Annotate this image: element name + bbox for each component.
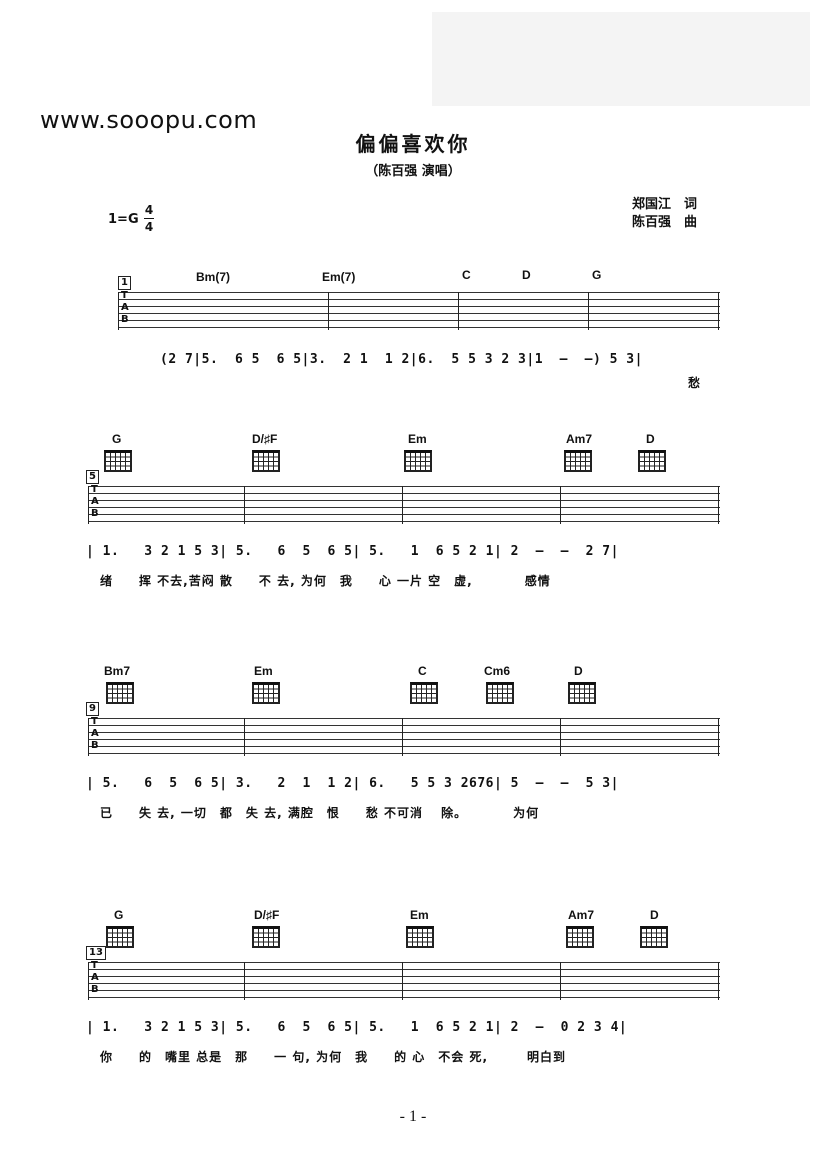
jianpu-line: (2 7|5. 6 5 6 5|3. 2 1 1 2|6. 5 5 3 2 3|… xyxy=(160,352,643,367)
chord-label: Em xyxy=(254,664,273,678)
chord-label: D/♯F xyxy=(254,908,280,922)
chord-diagram xyxy=(106,926,134,948)
chord-label: C xyxy=(418,664,427,678)
chord-diagram xyxy=(566,926,594,948)
jianpu-line: | 5. 6 5 6 5| 3. 2 1 1 2| 6. 5 5 3 2676|… xyxy=(86,776,619,791)
chord-diagram xyxy=(564,450,592,472)
chord-label: D xyxy=(522,268,531,282)
time-bottom: 4 xyxy=(144,218,154,234)
chord-label: D/♯F xyxy=(252,432,278,446)
chord-diagram xyxy=(252,682,280,704)
chord-diagram xyxy=(410,682,438,704)
key-signature: 1=G xyxy=(108,212,139,227)
chord-label: Am7 xyxy=(568,908,595,922)
chord-diagram xyxy=(252,450,280,472)
measure-number: 13 xyxy=(86,946,106,960)
chord-label: D xyxy=(650,908,659,922)
credits: 郑国江 词 陈百强 曲 xyxy=(632,196,697,232)
chord-diagram xyxy=(568,682,596,704)
chord-diagram xyxy=(640,926,668,948)
lyrics-line: 已 失 去, 一切 都 失 去, 满腔 恨 愁 不可消 除。 为何 xyxy=(100,806,540,820)
grey-header-box xyxy=(432,12,810,106)
lyrics-line: 你 的 嘴里 总是 那 一 句, 为何 我 的 心 不会 死, 明白到 xyxy=(100,1050,567,1064)
chord-label: Em xyxy=(410,908,429,922)
chord-label: Em xyxy=(408,432,427,446)
chord-label: G xyxy=(592,268,602,282)
composer: 陈百强 曲 xyxy=(632,215,698,230)
song-subtitle: （陈百强 演唱） xyxy=(365,164,461,179)
measure-number: 1 xyxy=(118,276,131,290)
time-signature: 4 4 xyxy=(144,202,154,235)
chord-label: D xyxy=(646,432,655,446)
measure-number: 5 xyxy=(86,470,99,484)
time-top: 4 xyxy=(144,203,154,217)
chord-diagram xyxy=(404,450,432,472)
lyrics-line: 绪 挥 不去,苦闷 散 不 去, 为何 我 心 一片 空 虚, 感情 xyxy=(100,574,551,588)
chord-label: Am7 xyxy=(566,432,593,446)
page-number: - 1 - xyxy=(399,1108,427,1125)
jianpu-line: | 1. 3 2 1 5 3| 5. 6 5 6 5| 5. 1 6 5 2 1… xyxy=(86,1020,628,1035)
chord-label: D xyxy=(574,664,583,678)
chord-label: G xyxy=(112,432,122,446)
jianpu-line: | 1. 3 2 1 5 3| 5. 6 5 6 5| 5. 1 6 5 2 1… xyxy=(86,544,619,559)
chord-diagram xyxy=(104,450,132,472)
chord-diagram xyxy=(252,926,280,948)
chord-diagram xyxy=(638,450,666,472)
song-title: 偏偏喜欢你 xyxy=(355,132,471,156)
chord-label: C xyxy=(462,268,471,282)
lyrics-line: 愁 xyxy=(688,376,702,390)
measure-number: 9 xyxy=(86,702,99,716)
chord-label: Bm(7) xyxy=(196,270,231,284)
chord-label: G xyxy=(114,908,124,922)
chord-diagram xyxy=(406,926,434,948)
chord-diagram xyxy=(106,682,134,704)
lyricist: 郑国江 词 xyxy=(632,197,698,212)
chord-diagram xyxy=(486,682,514,704)
site-url[interactable]: www.sooopu.com xyxy=(40,106,258,134)
chord-label: Cm6 xyxy=(484,664,511,678)
chord-label: Bm7 xyxy=(104,664,131,678)
chord-label: Em(7) xyxy=(322,270,356,284)
